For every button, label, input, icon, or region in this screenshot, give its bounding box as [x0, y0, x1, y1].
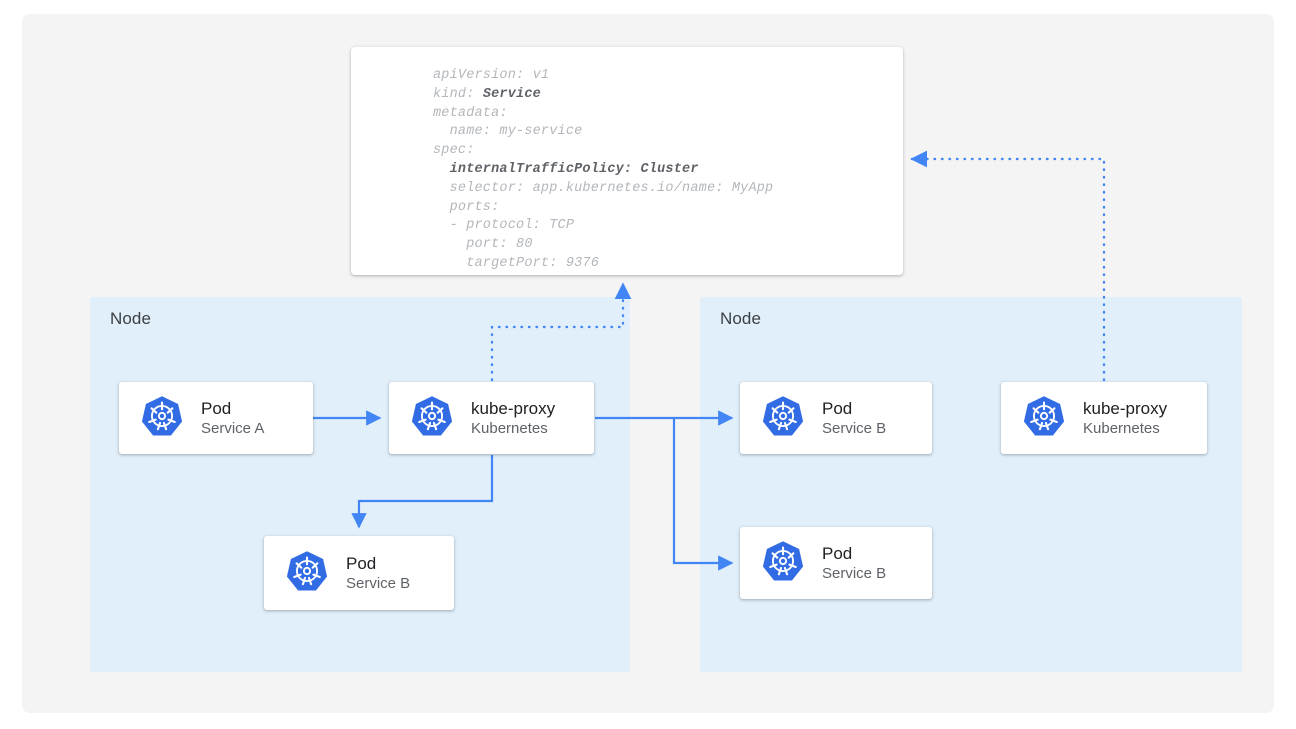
card-title: Pod [822, 398, 853, 418]
card-text: Pod Service B [822, 543, 886, 584]
card-subtitle: Service B [822, 564, 887, 582]
card-text: Pod Service A [201, 398, 264, 439]
card-subtitle: Kubernetes [471, 419, 548, 437]
yaml-line-internaltrafficpolicy: internalTrafficPolicy: Cluster [433, 161, 699, 177]
diagram-canvas: Node Node [22, 14, 1274, 713]
card-title: kube-proxy [471, 398, 556, 418]
yaml-line-protocol: - protocol: TCP [433, 218, 575, 234]
kubernetes-icon [411, 395, 453, 442]
kubernetes-icon [762, 540, 804, 587]
card-pod-service-b-right-top[interactable]: Pod Service B [740, 382, 932, 454]
yaml-line-selector: selector: app.kubernetes.io/name: MyApp [433, 180, 774, 196]
yaml-line-ports: ports: [433, 199, 500, 215]
card-title: Pod [822, 543, 853, 563]
card-subtitle: Service B [346, 574, 411, 592]
yaml-line-apiversion: apiVersion: v1 [433, 68, 550, 83]
card-pod-service-a[interactable]: Pod Service A [119, 382, 313, 454]
card-subtitle: Service B [822, 419, 887, 437]
card-pod-service-b-left[interactable]: Pod Service B [264, 536, 454, 610]
yaml-line-targetport: targetPort: 9376 [433, 255, 600, 271]
kubernetes-icon [762, 395, 804, 442]
node-label-left: Node [110, 309, 152, 328]
card-text: kube-proxy Kubernetes [1083, 398, 1167, 439]
card-subtitle: Kubernetes [1083, 419, 1160, 437]
card-title: kube-proxy [1083, 398, 1168, 418]
card-text: Pod Service B [346, 553, 410, 594]
node-label-right: Node [720, 309, 762, 328]
kubernetes-icon [1023, 395, 1065, 442]
card-title: Pod [346, 553, 377, 573]
yaml-line-metadata: metadata: [433, 105, 508, 121]
node-group-left: Node [90, 297, 630, 672]
card-subtitle: Service A [201, 419, 265, 437]
yaml-line-spec: spec: [433, 143, 475, 159]
yaml-line-kind: kind: Service [433, 86, 541, 102]
card-text: Pod Service B [822, 398, 886, 439]
kubernetes-icon [141, 395, 183, 442]
service-manifest-code: apiVersion: v1 kind: Service metadata: n… [433, 67, 773, 274]
card-kube-proxy-left[interactable]: kube-proxy Kubernetes [389, 382, 594, 454]
node-group-right: Node [700, 297, 1242, 672]
card-kube-proxy-right[interactable]: kube-proxy Kubernetes [1001, 382, 1207, 454]
card-title: Pod [201, 398, 232, 418]
card-pod-service-b-right-bottom[interactable]: Pod Service B [740, 527, 932, 599]
card-text: kube-proxy Kubernetes [471, 398, 555, 439]
yaml-value-kind: Service [482, 86, 541, 102]
service-manifest-card: apiVersion: v1 kind: Service metadata: n… [351, 47, 903, 275]
yaml-line-port: port: 80 [433, 237, 533, 253]
yaml-line-name: name: my-service [433, 124, 583, 140]
kubernetes-icon [286, 550, 328, 597]
